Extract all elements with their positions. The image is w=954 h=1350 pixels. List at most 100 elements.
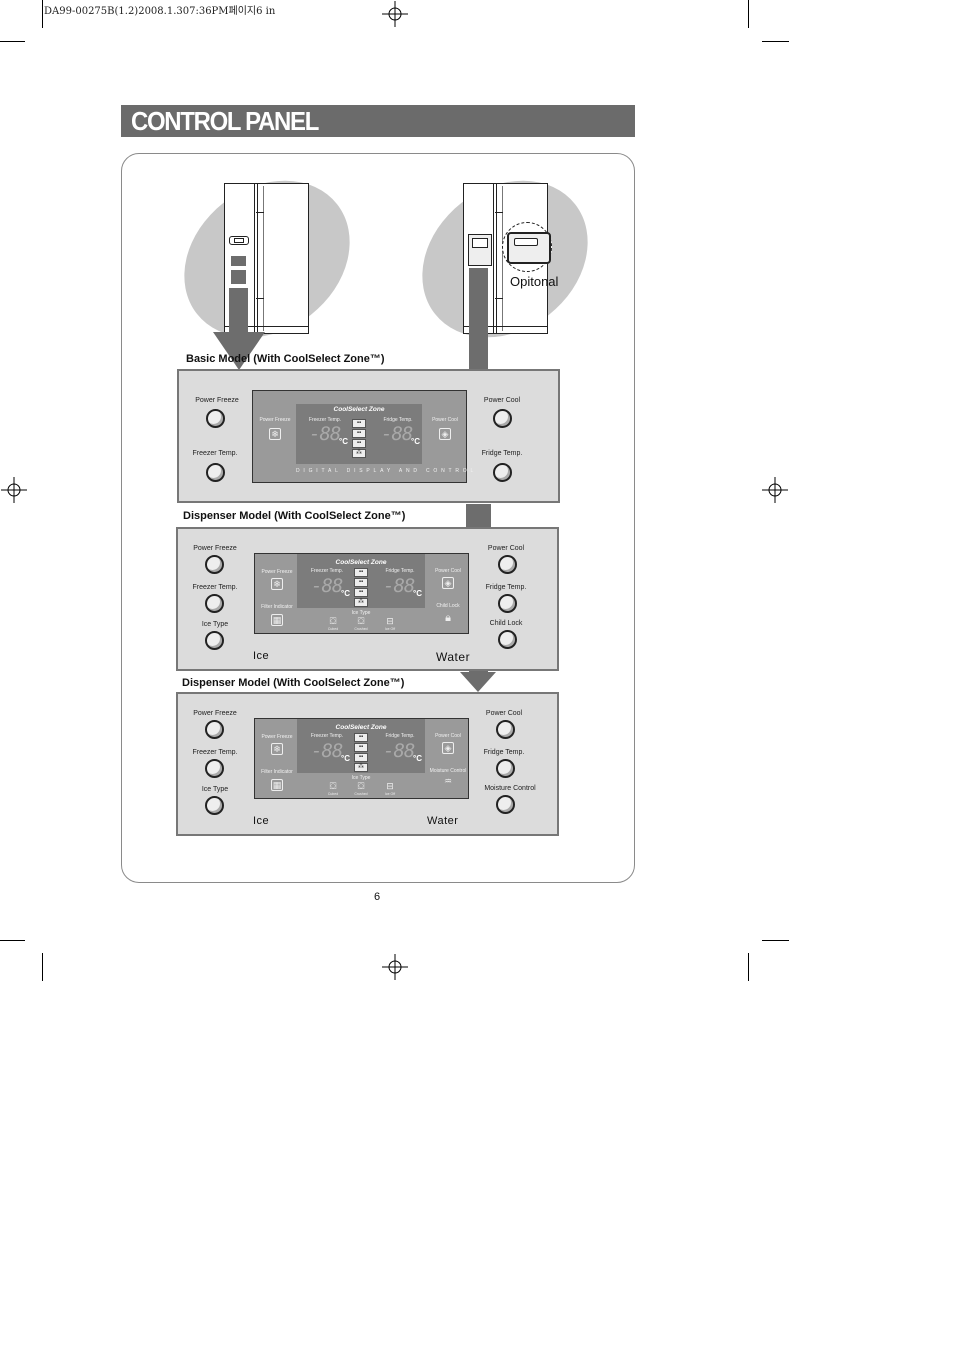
fridge-digits: -88 bbox=[383, 740, 415, 762]
water-footer-label: Water bbox=[436, 650, 471, 664]
dispenser-control-panel: Power Freeze Freezer Temp. Ice Type Powe… bbox=[176, 527, 559, 671]
ice-off-label: Ice Off bbox=[384, 627, 396, 631]
arrow-down-icon bbox=[213, 332, 265, 370]
basic-model-title: Basic Model (With CoolSelect Zone™) bbox=[186, 353, 385, 365]
ice-off-icon: ⊟ bbox=[386, 616, 394, 626]
fridge-unit: °C bbox=[413, 754, 422, 763]
digital-display: CoolSelect Zone Power Freeze ❄ Filter In… bbox=[254, 718, 469, 799]
power-freeze-label: Power Freeze bbox=[193, 710, 237, 717]
display-fridge-temp-label: Fridge Temp. bbox=[385, 568, 415, 574]
freezer-temp-label: Freezer Temp. bbox=[192, 450, 238, 457]
power-cool-icon: ◈ bbox=[442, 742, 454, 754]
crop-mark bbox=[0, 940, 25, 941]
freezer-unit: °C bbox=[341, 754, 350, 763]
power-freeze-button[interactable] bbox=[206, 409, 225, 428]
ice-off-label: Ice Off bbox=[384, 792, 396, 796]
power-cool-button[interactable] bbox=[498, 555, 517, 574]
display-filter-indicator-label: Filter Indicator bbox=[261, 604, 293, 610]
child-lock-label: Child Lock bbox=[489, 620, 523, 627]
registration-mark-icon bbox=[382, 1, 408, 27]
content-frame bbox=[121, 153, 635, 883]
coolselect-zone-icons: ▪▪▪▪▪▪⁂ bbox=[354, 733, 370, 773]
child-lock-button[interactable] bbox=[498, 630, 517, 649]
display-freezer-temp-label: Freezer Temp. bbox=[310, 733, 344, 739]
coolselect-zone-title: CoolSelect Zone bbox=[335, 559, 387, 566]
registration-mark-icon bbox=[1, 477, 27, 503]
fridge-digits: -88 bbox=[383, 575, 415, 597]
power-cool-label: Power Cool bbox=[487, 545, 525, 552]
crop-mark bbox=[748, 953, 749, 981]
ice-footer-label: Ice bbox=[253, 815, 270, 827]
coolselect-zone-icons: ▪▪▪▪▪▪⁂ bbox=[354, 568, 370, 608]
power-freeze-button[interactable] bbox=[205, 720, 224, 739]
dispenser-moisture-control-panel: Power Freeze Freezer Temp. Ice Type Powe… bbox=[176, 692, 559, 836]
dispenser-model-title: Dispenser Model (With CoolSelect Zone™) bbox=[183, 510, 406, 522]
water-footer-label: Water bbox=[427, 815, 459, 827]
crushed-label: Crushed bbox=[354, 627, 368, 631]
freezer-digits: -88 bbox=[311, 575, 343, 597]
ice-type-display-label: Ice Type bbox=[351, 775, 371, 781]
crushed-label: Crushed bbox=[354, 792, 368, 796]
moisture-control-button[interactable] bbox=[496, 795, 515, 814]
snowflake-icon: ❄ bbox=[269, 428, 281, 440]
power-cool-button[interactable] bbox=[496, 720, 515, 739]
display-filter-indicator-label: Filter Indicator bbox=[261, 769, 293, 775]
power-freeze-label: Power Freeze bbox=[195, 397, 239, 404]
fridge-temp-button[interactable] bbox=[493, 463, 512, 482]
freezer-temp-label: Freezer Temp. bbox=[192, 584, 238, 591]
display-fridge-temp-label: Fridge Temp. bbox=[385, 733, 415, 739]
display-freezer-temp-label: Freezer Temp. bbox=[310, 568, 344, 574]
crop-mark bbox=[0, 41, 25, 42]
optional-label: Opitonal bbox=[510, 274, 559, 289]
crop-mark bbox=[762, 940, 789, 941]
cubed-ice-icon: ⛋ bbox=[329, 781, 337, 791]
title-bar: CONTROL PANEL bbox=[121, 105, 635, 137]
cubed-ice-icon: ⛋ bbox=[329, 616, 337, 626]
display-fridge-temp-label: Fridge Temp. bbox=[383, 417, 413, 423]
fridge-digits: -88 bbox=[381, 423, 413, 445]
crop-mark bbox=[42, 953, 43, 981]
freezer-unit: °C bbox=[341, 589, 350, 598]
dispenser-model-moisture-title: Dispenser Model (With CoolSelect Zone™) bbox=[182, 677, 405, 689]
registration-mark-icon bbox=[762, 477, 788, 503]
display-caption: DIGITAL DISPLAY AND CONTROL bbox=[296, 468, 478, 474]
display-power-freeze-label: Power Freeze bbox=[261, 734, 293, 740]
page-number: 6 bbox=[374, 891, 381, 903]
crop-mark bbox=[762, 41, 789, 42]
freezer-temp-button[interactable] bbox=[205, 594, 224, 613]
freezer-digits: -88 bbox=[309, 423, 341, 445]
coolselect-zone-title: CoolSelect Zone bbox=[333, 406, 385, 413]
ice-type-button[interactable] bbox=[205, 631, 224, 650]
power-cool-label: Power Cool bbox=[483, 397, 521, 404]
lock-icon: 🔒︎ bbox=[445, 612, 451, 624]
power-cool-button[interactable] bbox=[493, 409, 512, 428]
basic-control-panel: Power Freeze Freezer Temp. Power Cool Fr… bbox=[177, 369, 560, 503]
coolselect-zone-title: CoolSelect Zone bbox=[335, 724, 387, 731]
crop-mark bbox=[42, 0, 43, 28]
freezer-temp-button[interactable] bbox=[206, 463, 225, 482]
fridge-temp-button[interactable] bbox=[496, 759, 515, 778]
power-freeze-label: Power Freeze bbox=[193, 545, 237, 552]
snowflake-icon: ❄ bbox=[271, 578, 283, 590]
print-header: DA99-00275B(1.2)2008.1.307:36PM페이지6 in bbox=[44, 6, 276, 17]
display-power-freeze-label: Power Freeze bbox=[261, 569, 293, 575]
power-freeze-button[interactable] bbox=[205, 555, 224, 574]
ice-type-button[interactable] bbox=[205, 796, 224, 815]
fridge-unit: °C bbox=[413, 589, 422, 598]
crushed-ice-icon: ⛋ bbox=[357, 781, 365, 791]
crushed-ice-icon: ⛋ bbox=[357, 616, 365, 626]
connector-shaft bbox=[466, 504, 491, 528]
fridge-temp-label: Fridge Temp. bbox=[483, 749, 525, 756]
ice-footer-label: Ice bbox=[253, 650, 270, 662]
freezer-unit: °C bbox=[339, 437, 348, 446]
fridge-temp-label: Fridge Temp. bbox=[485, 584, 527, 591]
power-cool-icon: ◈ bbox=[439, 428, 451, 440]
crop-mark bbox=[748, 0, 749, 28]
connector-shaft bbox=[469, 668, 488, 674]
freezer-temp-button[interactable] bbox=[205, 759, 224, 778]
display-power-cool-label: Power Cool bbox=[435, 733, 461, 739]
fridge-unit: °C bbox=[411, 437, 420, 446]
fridge-temp-label: Fridge Temp. bbox=[481, 450, 523, 457]
fridge-temp-button[interactable] bbox=[498, 594, 517, 613]
ice-type-label: Ice Type bbox=[201, 621, 229, 628]
